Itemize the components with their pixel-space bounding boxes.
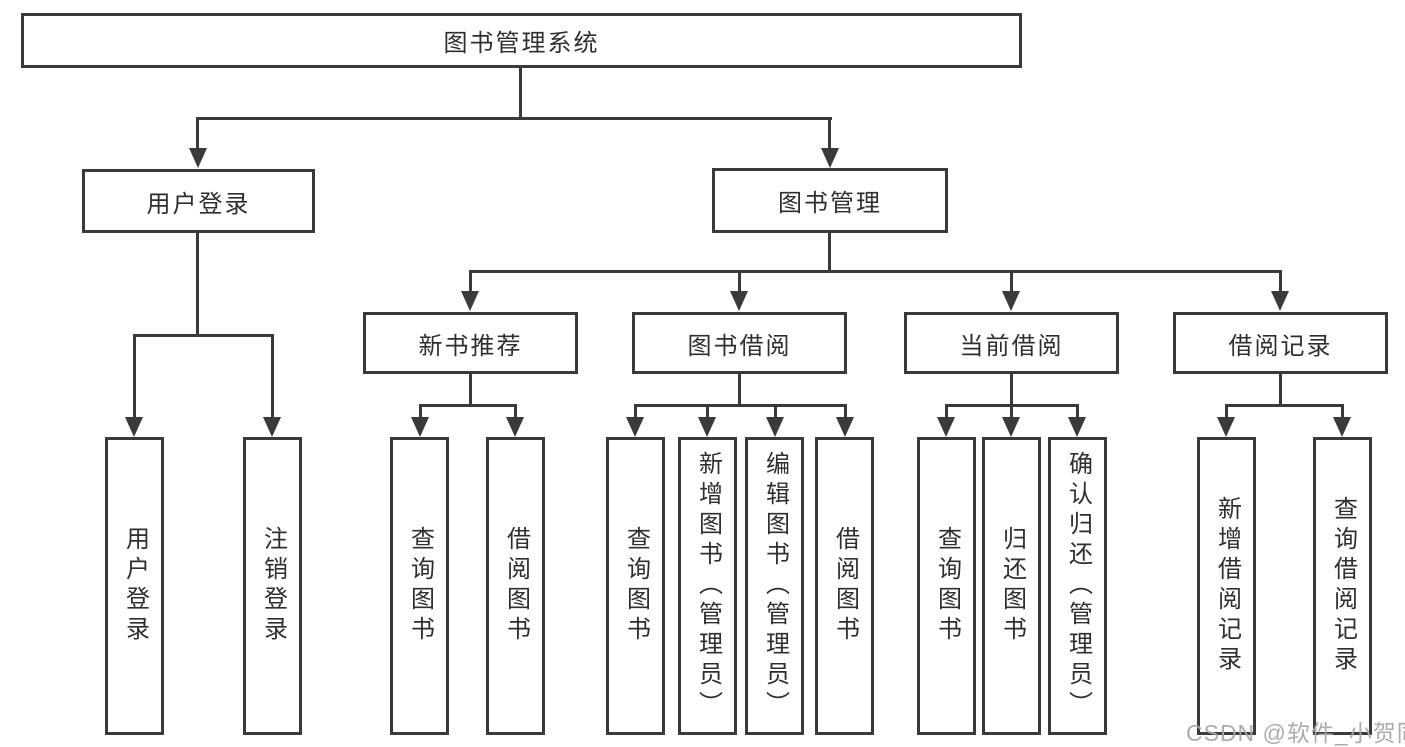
arrowhead-down — [411, 417, 429, 437]
node-book-management: 图书管理 — [712, 168, 948, 233]
node-label: 图书管理系统 — [443, 30, 600, 57]
leaf-logout: 注销登录 — [243, 437, 302, 735]
leaf-label: 查询借阅记录 — [1329, 496, 1357, 676]
arrowhead-down — [1002, 417, 1020, 437]
connector-line — [271, 334, 274, 417]
leaf-confirm-return-admin: 确认归还（管理员） — [1048, 437, 1107, 735]
connector-line — [514, 404, 517, 417]
leaf-label: 查询图书 — [406, 526, 434, 646]
arrowhead-down — [821, 148, 839, 168]
leaf-query-books-recommend: 查询图书 — [390, 437, 449, 735]
leaf-borrow-books-recommend: 借阅图书 — [486, 437, 545, 735]
arrowhead-down — [937, 417, 955, 437]
leaf-label: 归还图书 — [998, 526, 1026, 646]
node-book-borrowing: 图书借阅 — [632, 312, 847, 374]
node-label: 用户登录 — [146, 190, 251, 218]
connector-line — [197, 117, 832, 120]
connector-line — [774, 404, 777, 417]
connector-line — [828, 117, 831, 148]
arrowhead-down — [626, 417, 644, 437]
connector-line — [706, 404, 709, 417]
connector-line — [1010, 404, 1013, 417]
node-label: 图书借阅 — [687, 332, 792, 360]
arrowhead-down — [698, 417, 716, 437]
arrowhead-down — [1068, 417, 1086, 437]
connector-line — [469, 270, 1282, 273]
arrowhead-down — [730, 291, 748, 311]
leaf-label: 借阅图书 — [831, 526, 859, 646]
arrowhead-down — [506, 417, 524, 437]
leaf-borrow-books-borrowing: 借阅图书 — [815, 437, 874, 735]
leaf-label: 借阅图书 — [502, 526, 530, 646]
arrowhead-down — [836, 417, 854, 437]
node-label: 当前借阅 — [959, 332, 1064, 360]
arrowhead-down — [263, 417, 281, 437]
arrowhead-down — [1002, 291, 1020, 311]
connector-line — [1010, 270, 1013, 291]
leaf-return-books: 归还图书 — [982, 437, 1041, 735]
arrowhead-down — [189, 148, 207, 168]
leaf-add-books-admin: 新增图书（管理员） — [678, 437, 737, 735]
arrowhead-down — [125, 417, 143, 437]
leaf-label: 新增借阅记录 — [1213, 496, 1241, 676]
arrowhead-down — [1333, 417, 1351, 437]
connector-line — [469, 374, 472, 406]
connector-line — [469, 270, 472, 291]
node-user-login: 用户登录 — [82, 169, 315, 233]
node-label: 图书管理 — [778, 190, 882, 217]
leaf-edit-books-admin: 编辑图书（管理员） — [745, 437, 804, 735]
connector-line — [738, 270, 741, 291]
leaf-label: 确认归还（管理员） — [1064, 451, 1092, 721]
leaf-label: 新增图书（管理员） — [694, 451, 722, 721]
node-label: 借阅记录 — [1228, 332, 1333, 360]
arrowhead-down — [461, 291, 479, 311]
leaf-user-login: 用户登录 — [105, 437, 164, 735]
connector-line — [1225, 404, 1344, 407]
connector-line — [196, 233, 199, 336]
node-book-management-system: 图书管理系统 — [21, 13, 1022, 68]
connector-line — [1341, 404, 1344, 417]
connector-line — [133, 334, 136, 417]
connector-line — [844, 404, 847, 417]
arrowhead-down — [1217, 417, 1235, 437]
watermark-text: CSDN @软件_小贺同学 — [1186, 720, 1405, 746]
node-current-borrowing: 当前借阅 — [904, 312, 1119, 374]
connector-line — [1279, 270, 1282, 291]
leaf-label: 查询图书 — [933, 526, 961, 646]
connector-line — [634, 404, 847, 407]
connector-line — [419, 404, 422, 417]
leaf-query-books-borrowing: 查询图书 — [606, 437, 665, 735]
node-new-book-recommend: 新书推荐 — [363, 312, 578, 374]
connector-line — [828, 233, 831, 272]
connector-line — [1279, 374, 1282, 406]
connector-line — [196, 117, 199, 148]
leaf-query-books-current: 查询图书 — [917, 437, 976, 735]
connector-line — [1010, 374, 1013, 406]
connector-line — [519, 68, 522, 118]
leaf-label: 用户登录 — [121, 526, 149, 646]
node-borrowing-records: 借阅记录 — [1173, 312, 1388, 374]
leaf-label: 注销登录 — [259, 526, 287, 646]
connector-line — [634, 404, 637, 417]
leaf-add-borrow-record: 新增借阅记录 — [1197, 437, 1256, 735]
leaf-label: 编辑图书（管理员） — [761, 451, 789, 721]
leaf-label: 查询图书 — [622, 526, 650, 646]
arrowhead-down — [1271, 291, 1289, 311]
connector-line — [133, 334, 274, 337]
leaf-query-borrow-record: 查询借阅记录 — [1313, 437, 1372, 735]
connector-line — [945, 404, 948, 417]
connector-line — [738, 374, 741, 406]
connector-line — [1076, 404, 1079, 417]
node-label: 新书推荐 — [418, 332, 523, 360]
arrowhead-down — [766, 417, 784, 437]
connector-line — [1225, 404, 1228, 417]
connector-line — [419, 404, 517, 407]
